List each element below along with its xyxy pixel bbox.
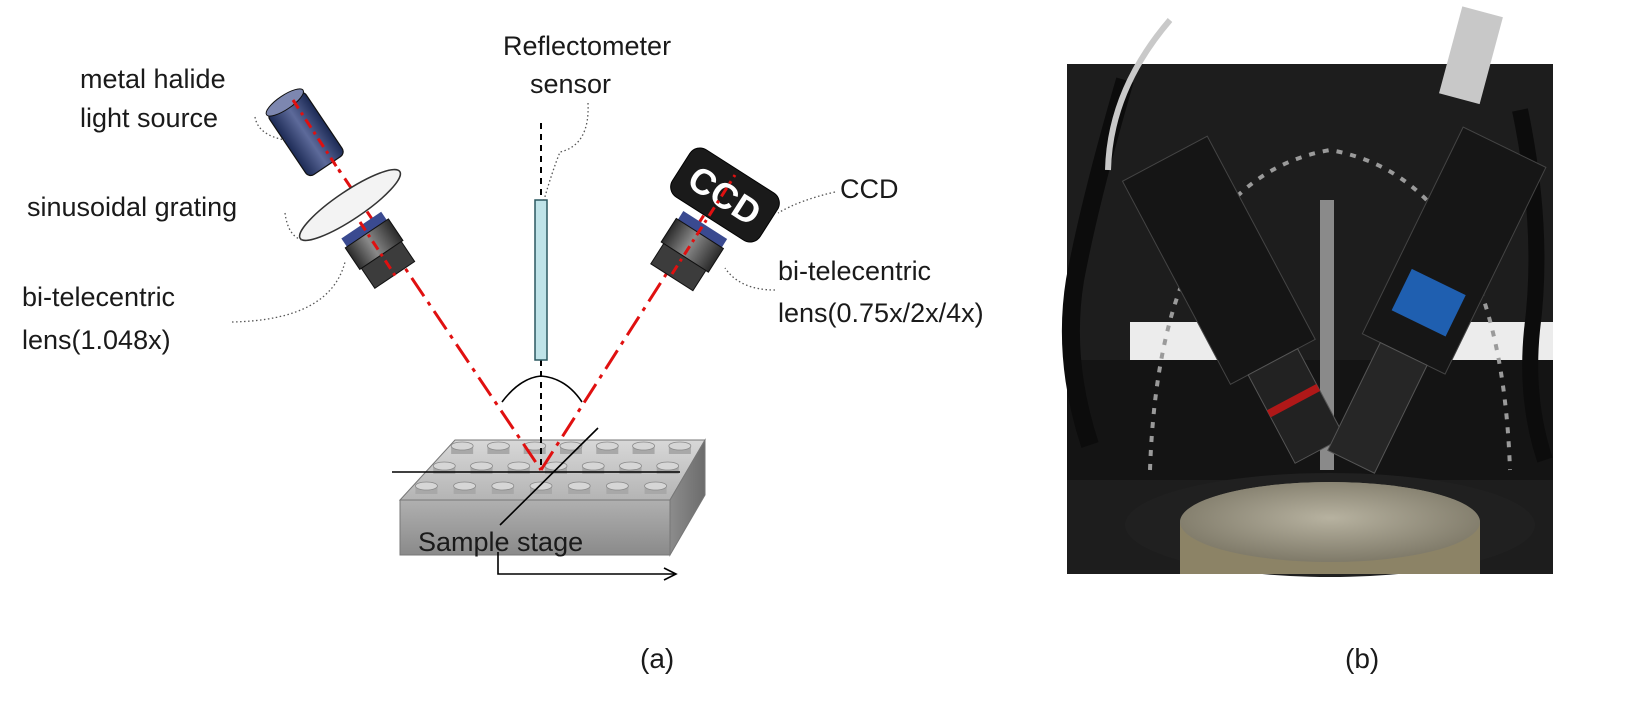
leader-ccd: [777, 191, 836, 214]
label-light-source-line1: metal halide: [80, 64, 226, 94]
stage-bump-cap: [632, 441, 655, 451]
stage-y-axis: [499, 427, 599, 526]
stage-bump-cap: [605, 481, 629, 491]
label-left-lens-line1: bi-telecentric: [22, 282, 175, 312]
right-lens: [650, 211, 728, 292]
photo-sample-plate-top: [1180, 482, 1480, 562]
stage-bump-cap: [432, 461, 456, 471]
panel-b-photo: (b): [1061, 6, 1553, 674]
photo-top-motor: [1439, 6, 1503, 105]
stage-bump-cap: [453, 481, 477, 491]
photo-fiber-cable: [1105, 18, 1173, 171]
stage-bump-cap: [567, 481, 591, 491]
stage-bump-cap: [559, 441, 583, 451]
stage-bump-cap: [450, 441, 474, 451]
photo-left-camera: [1121, 135, 1346, 464]
stage-bump-cap: [644, 481, 667, 491]
label-left-lens-line2: lens(1.048x): [22, 325, 171, 355]
stage-bump-cap: [656, 461, 680, 471]
caption-b: (b): [1345, 643, 1379, 674]
angle-arc-right: [540, 375, 583, 403]
stage-bump-cap: [581, 461, 605, 471]
stage-bump-cap: [491, 481, 515, 491]
motion-arrow: [497, 552, 678, 581]
photo-cable-left: [1061, 77, 1134, 448]
sinusoidal-grating: [298, 168, 402, 242]
angle-arc-left: [501, 375, 542, 403]
stage-side-face: [669, 438, 706, 557]
label-grating: sinusoidal grating: [27, 192, 237, 222]
stage-bump-cap: [595, 441, 619, 451]
label-sensor-line2: sensor: [530, 69, 611, 99]
sample-stage: [392, 427, 706, 557]
left-lens: [341, 211, 416, 289]
lens-beam-overlay: [358, 221, 398, 278]
label-right-lens-line1: bi-telecentric: [778, 256, 931, 286]
stage-bump-cap: [487, 441, 510, 451]
label-ccd: CCD: [840, 174, 899, 204]
light-source: [265, 88, 344, 177]
stage-bump-cap: [619, 461, 642, 471]
stage-bump-cap: [529, 481, 553, 491]
photo-arc-frame: [1148, 147, 1512, 471]
leader-sensor: [543, 102, 589, 201]
stage-bump-cap: [507, 461, 531, 471]
leader-light-source: [254, 116, 286, 141]
label-right-lens-line2: lens(0.75x/2x/4x): [778, 298, 984, 328]
stage-bump-cap: [668, 441, 692, 451]
label-sensor-line1: Reflectometer: [503, 31, 671, 61]
panel-a: CCD metal halide light source sinusoidal…: [22, 31, 984, 674]
stage-bump-cap: [470, 461, 493, 471]
photo-right-camera: [1327, 126, 1547, 474]
leader-left-lens: [231, 261, 346, 323]
stage-bump-cap: [415, 481, 438, 491]
source-beam-overlay: [291, 99, 342, 173]
reflectometer-sensor-tube: [534, 199, 548, 361]
label-sample-stage: Sample stage: [418, 527, 583, 557]
reflected-beam: [539, 189, 722, 471]
label-light-source-line2: light source: [80, 103, 218, 133]
leader-right-lens: [724, 267, 776, 291]
ccd-beam-overlay: [670, 174, 737, 275]
caption-a: (a): [640, 643, 674, 674]
